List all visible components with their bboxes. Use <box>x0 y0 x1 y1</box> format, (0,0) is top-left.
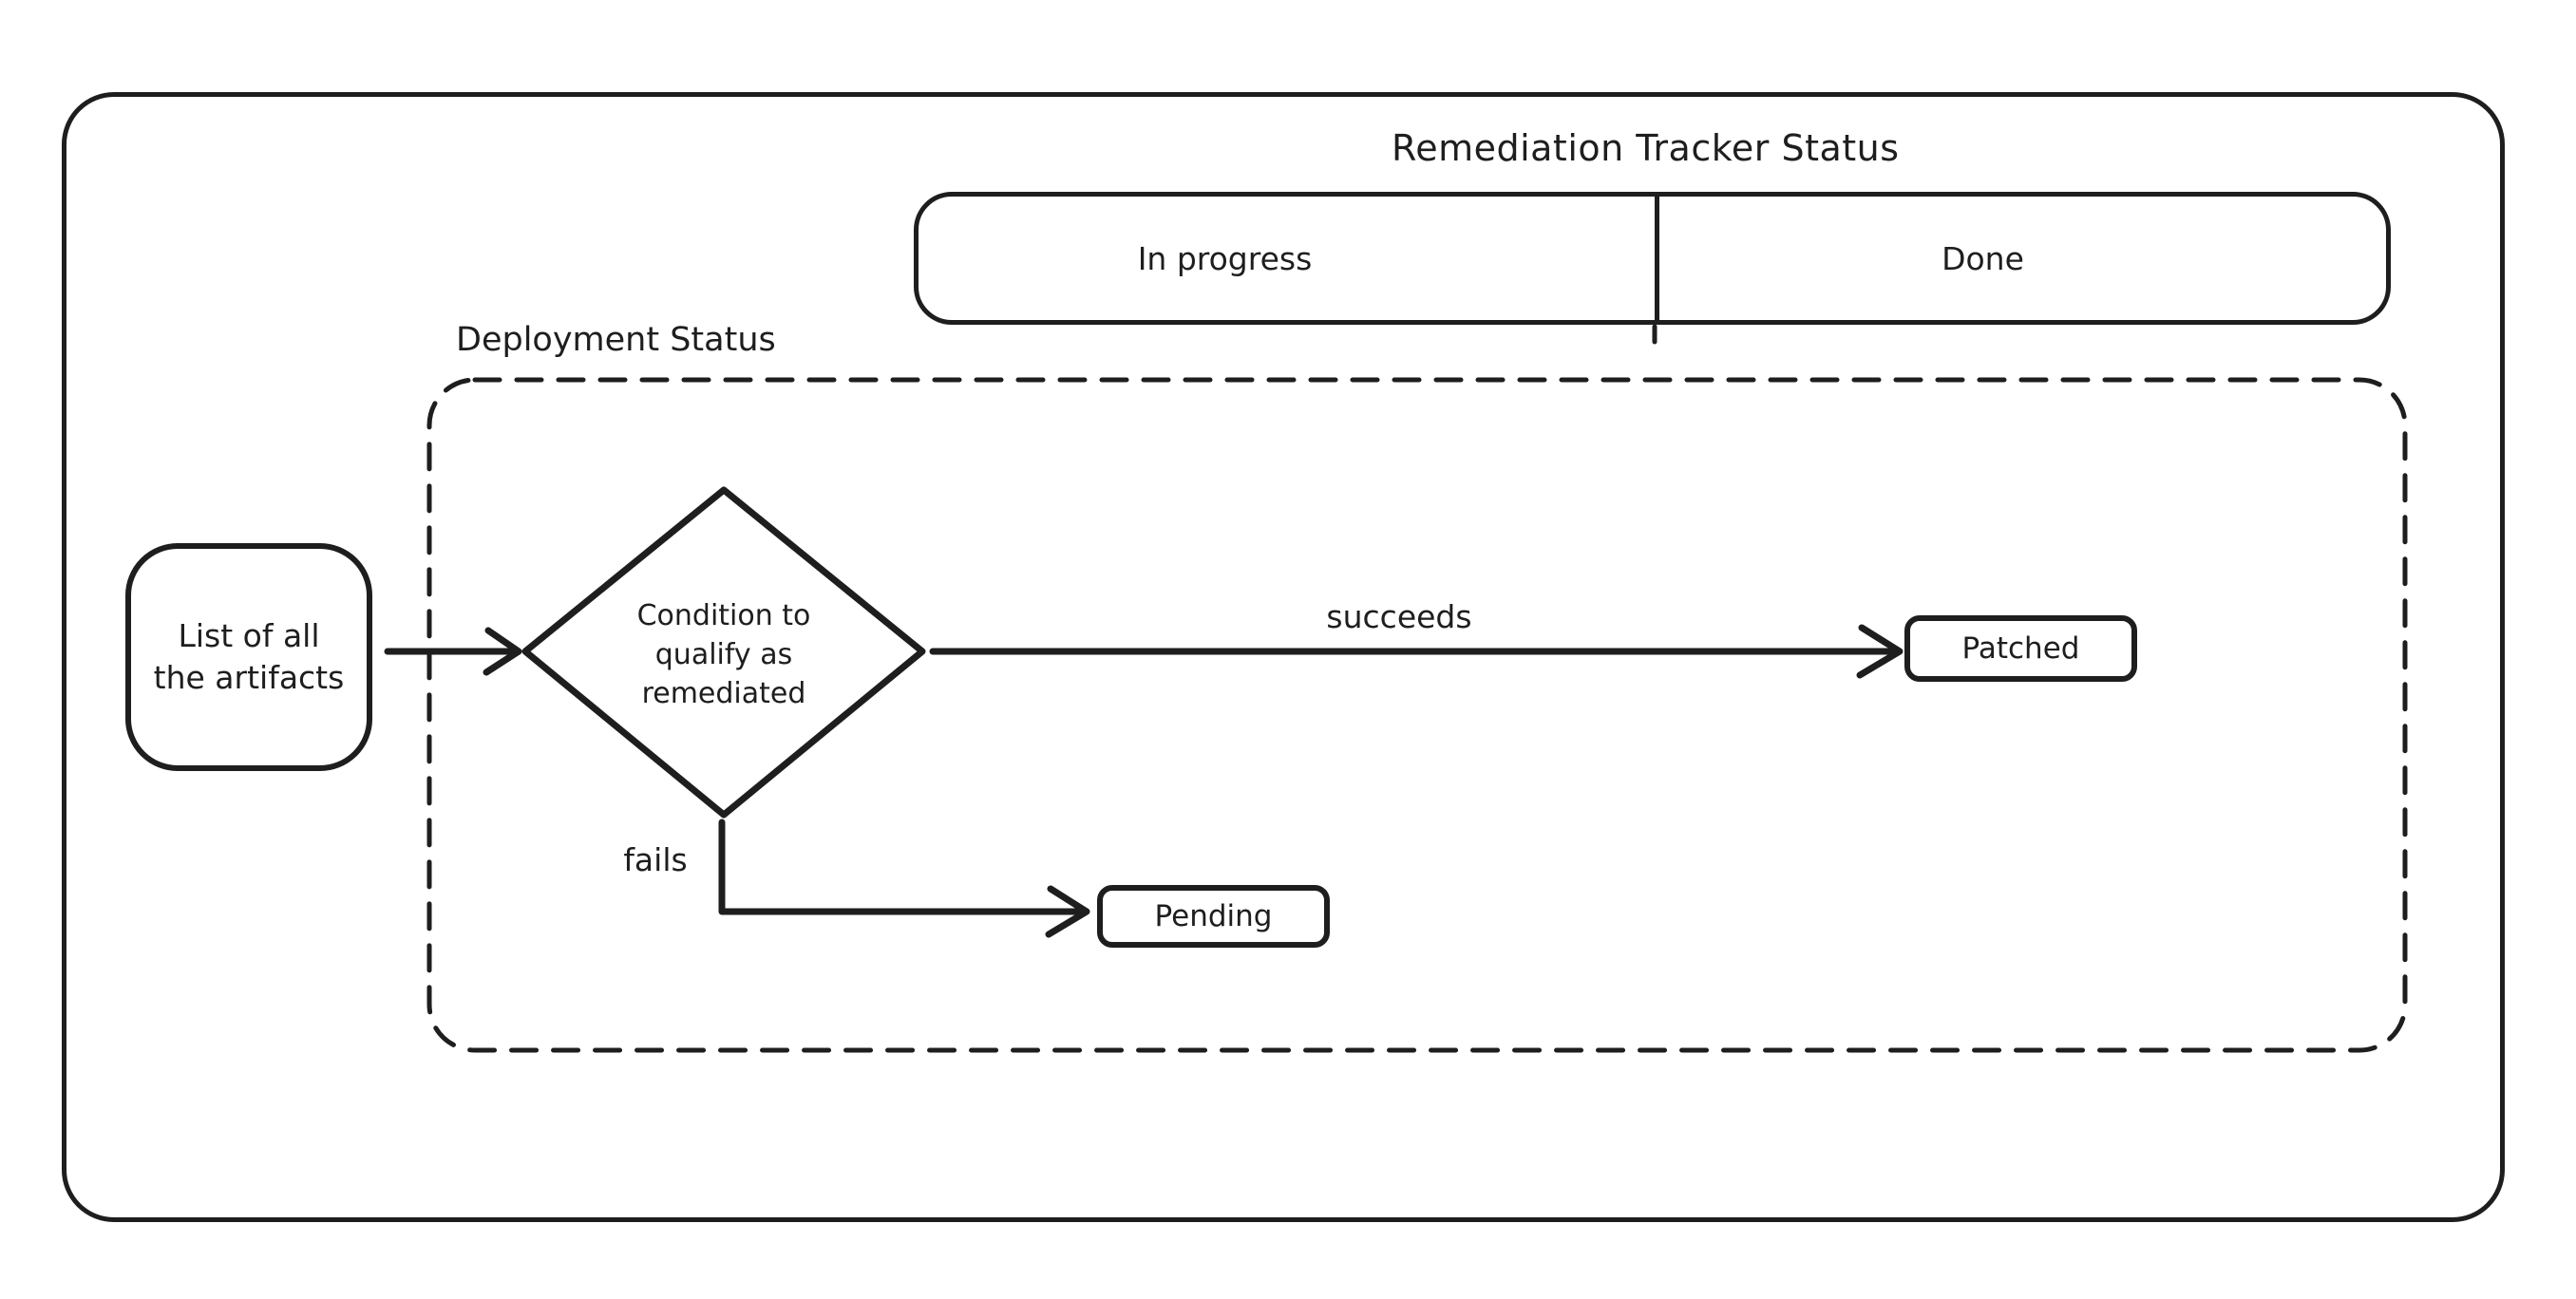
tracker-done-label: Done <box>1941 239 2024 277</box>
condition-label-line2: qualify as <box>654 638 793 671</box>
pending-node: Pending <box>1097 885 1330 948</box>
pending-node-label: Pending <box>1154 899 1273 933</box>
condition-node-label: Condition to qualify as remediated <box>534 596 914 713</box>
fails-arrow <box>718 819 1087 915</box>
artifacts-to-condition-arrowhead-icon <box>483 627 522 676</box>
succeeds-edge-label: succeeds <box>1326 598 1472 635</box>
artifacts-node-label-line1: List of all <box>178 617 320 654</box>
deployment-group-label: Deployment Status <box>456 321 776 359</box>
condition-label-line3: remediated <box>641 677 806 710</box>
artifacts-node-label-line2: the artifacts <box>153 659 345 696</box>
patched-node: Patched <box>1904 615 2137 682</box>
artifacts-node: List of all the artifacts <box>125 543 372 771</box>
deployment-group-outline <box>426 377 2408 1053</box>
page-title: Remediation Tracker Status <box>1392 127 1900 169</box>
tracker-status-box: In progress Done <box>914 192 2391 325</box>
outer-frame <box>62 92 2505 1222</box>
tracker-in-progress-label: In progress <box>1137 239 1313 277</box>
tracker-cell-in-progress: In progress <box>919 197 1659 320</box>
condition-diamond-shape <box>521 486 926 819</box>
succeeds-arrowhead-icon <box>1856 624 1904 679</box>
condition-label-line1: Condition to <box>636 599 811 632</box>
fails-edge-label: fails <box>623 841 688 878</box>
patched-node-label: Patched <box>1961 631 2080 666</box>
fails-arrowhead-icon <box>1045 885 1090 938</box>
tracker-cell-done: Done <box>1659 197 2386 320</box>
